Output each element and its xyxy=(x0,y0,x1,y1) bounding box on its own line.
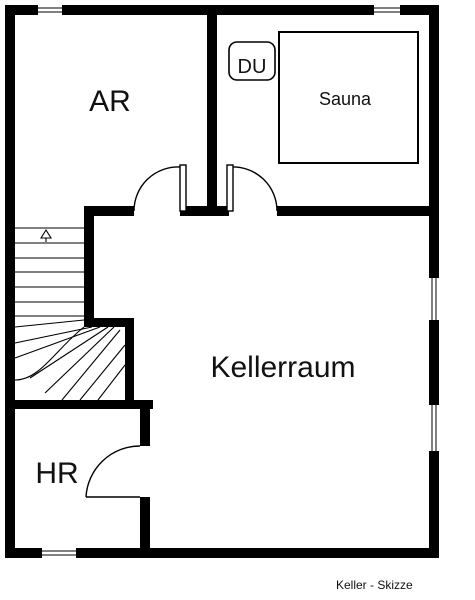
staircase xyxy=(14,227,126,401)
room-label-hr: HR xyxy=(35,457,78,490)
window-right-lower xyxy=(429,405,439,451)
door-sauna xyxy=(226,164,278,212)
window-right-upper xyxy=(429,278,439,320)
du-box xyxy=(228,41,276,81)
plan-caption: Keller - Skizze xyxy=(336,578,413,592)
door-hr xyxy=(85,445,141,498)
sauna-box xyxy=(278,31,419,164)
room-label-kellerraum: Kellerraum xyxy=(210,351,355,384)
room-label-sauna: Sauna xyxy=(319,89,372,109)
room-label-ar: AR xyxy=(89,85,131,118)
window-bottom xyxy=(42,548,76,558)
interior-walls xyxy=(5,15,429,558)
room-label-du: DU xyxy=(238,56,267,78)
window-top-left xyxy=(38,5,62,15)
door-ar xyxy=(133,164,187,212)
window-top-right xyxy=(374,5,400,15)
